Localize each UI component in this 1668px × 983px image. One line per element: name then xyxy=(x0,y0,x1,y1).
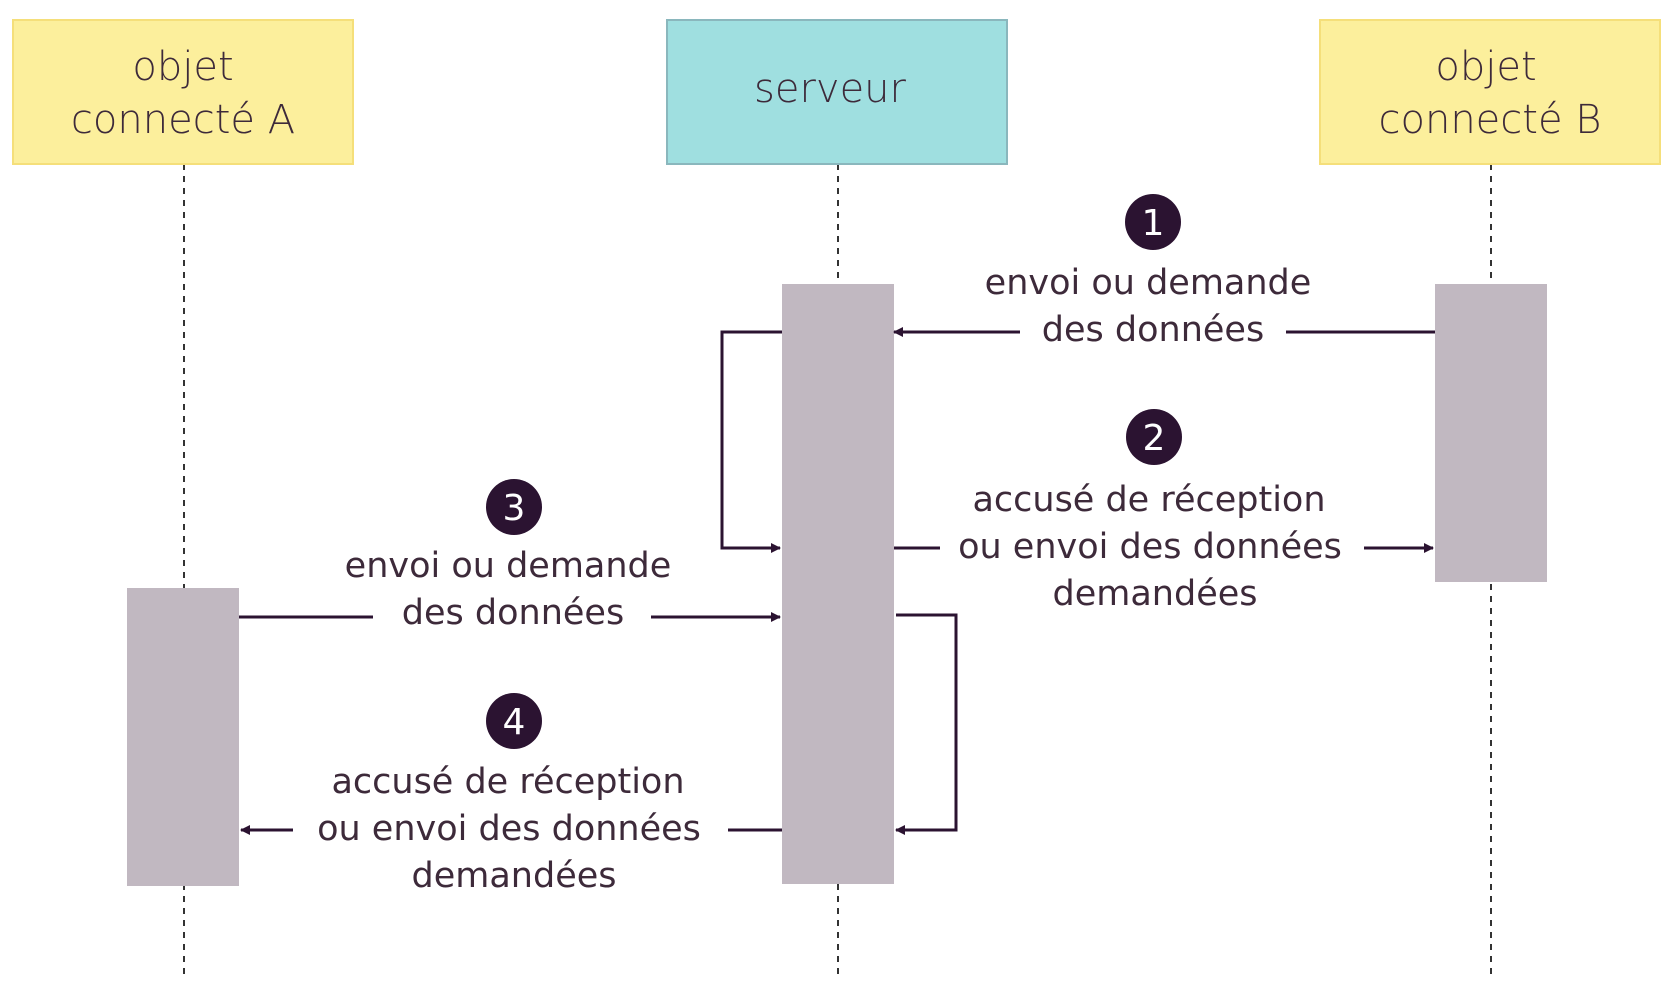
message-4-label-line3: demandées xyxy=(412,856,617,896)
participant-object-a: objet connecté A xyxy=(12,19,354,165)
message-4-label-line1: accusé de réception xyxy=(331,762,684,802)
server-self-loop-right xyxy=(895,613,958,835)
participant-object-b-label-line1: objet xyxy=(1435,44,1536,90)
message-2: 2 accusé de réception ou envoi des donné… xyxy=(894,409,1434,614)
message-1: 1 envoi ou demande des données xyxy=(893,194,1435,350)
message-1-label-line1: envoi ou demande xyxy=(985,263,1312,303)
server-self-loop-left xyxy=(720,330,782,553)
step-badge-1-number: 1 xyxy=(1142,203,1165,244)
step-badge-1 xyxy=(1125,194,1181,250)
message-2-label-line3: demandées xyxy=(1053,574,1258,614)
participant-object-b-label-line2: connecté B xyxy=(1379,97,1602,143)
participant-object-a-label-line1: objet xyxy=(132,44,233,90)
participant-server: serveur xyxy=(666,19,1008,165)
message-3-label-line1: envoi ou demande xyxy=(345,546,672,586)
message-4: 4 accusé de réception ou envoi des donné… xyxy=(240,693,782,896)
message-3: 3 envoi ou demande des données xyxy=(239,479,781,633)
activation-bar-server xyxy=(782,284,894,884)
message-2-label-line2: ou envoi des données xyxy=(958,527,1342,567)
participant-object-a-label-line2: connecté A xyxy=(71,97,295,143)
step-badge-3-number: 3 xyxy=(503,488,526,529)
participant-object-b-box xyxy=(1319,19,1661,165)
participant-server-label: serveur xyxy=(754,66,907,112)
step-badge-2-number: 2 xyxy=(1143,418,1166,459)
participant-object-a-box xyxy=(12,19,354,165)
step-badge-4-number: 4 xyxy=(503,702,526,743)
participant-server-box xyxy=(666,19,1008,165)
message-1-label-line2: des données xyxy=(1042,310,1264,350)
participant-object-b: objet connecté B xyxy=(1319,19,1661,165)
message-2-label-line1: accusé de réception xyxy=(972,480,1325,520)
step-badge-4 xyxy=(486,693,542,749)
message-3-label-line2: des données xyxy=(402,593,624,633)
message-4-label-line2: ou envoi des données xyxy=(317,809,701,849)
step-badge-2 xyxy=(1126,409,1182,465)
activation-bar-object-a xyxy=(127,588,239,886)
activation-bar-object-b xyxy=(1435,284,1547,582)
step-badge-3 xyxy=(486,479,542,535)
